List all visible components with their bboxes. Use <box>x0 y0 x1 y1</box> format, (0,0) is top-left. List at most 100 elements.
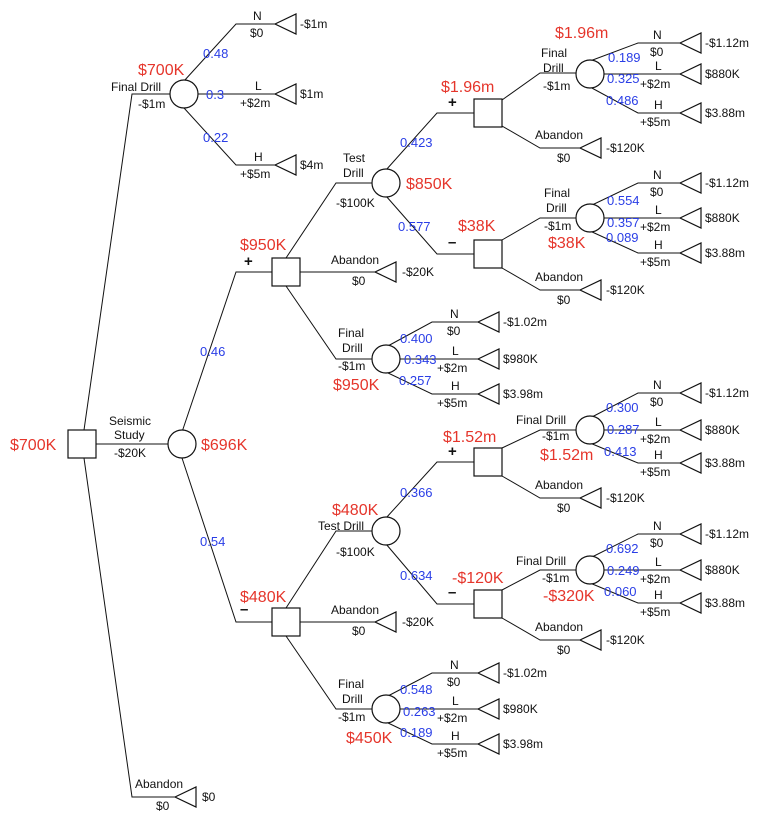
node-values: $700K $700K $696K $950K $480K $850K $480… <box>10 25 608 747</box>
terminal-triangle <box>678 172 702 194</box>
payoff-p-l: $980K <box>503 352 538 366</box>
branch-cost: $0 <box>650 185 664 199</box>
terminal-triangle <box>678 242 702 264</box>
branch-cost: +$5m <box>640 255 670 269</box>
prob-mp-h: 0.413 <box>604 444 637 459</box>
value-final-drill-top: $700K <box>138 62 185 79</box>
branch-cost: +$5m <box>437 746 467 760</box>
cost-abandon-mm: $0 <box>557 643 571 657</box>
payoff-abandon-minus: -$20K <box>402 615 434 629</box>
prob-m-h: 0.189 <box>400 725 433 740</box>
value-decision-mp: $1.52m <box>443 429 496 446</box>
node-labels: Final Drill -$1m Seismic Study -$20K Tes… <box>109 46 571 724</box>
branch-cost: +$2m <box>640 220 670 234</box>
decision-node-pp <box>473 98 503 128</box>
branch-label-h: H <box>654 238 663 252</box>
label-abandon-mm: Abandon <box>535 620 583 634</box>
payoff-pp-h: $3.88m <box>705 106 745 120</box>
chance-nodes <box>167 59 605 724</box>
decision-node-plus <box>271 257 301 287</box>
label-final-drill-minus-2: Drill <box>342 692 363 706</box>
terminal-triangle <box>678 32 702 54</box>
prob-p-n: 0.400 <box>400 331 433 346</box>
value-final-drill-pm: $38K <box>548 235 586 252</box>
branch-label-l: L <box>655 203 662 217</box>
value-final-drill-plus: $950K <box>333 377 380 394</box>
terminal-triangle <box>578 487 602 509</box>
payoff-m-n: -$1.02m <box>503 666 547 680</box>
value-root: $700K <box>10 437 57 454</box>
sign-mm: – <box>448 584 456 601</box>
terminal-triangle <box>373 261 397 283</box>
chance-node-final-drill-pp <box>575 59 605 89</box>
prob-p-l: 0.343 <box>404 352 437 367</box>
terminal-nodes <box>173 13 702 808</box>
terminal-triangle <box>476 348 500 370</box>
branch-cost: +$2m <box>640 572 670 586</box>
sign-pp: + <box>448 94 457 111</box>
signal-signs: + – + – + – <box>240 94 457 618</box>
branch-cost: $0 <box>447 675 461 689</box>
label-final-drill-pp-1: Final <box>541 46 567 60</box>
branch-cost: $0 <box>650 45 664 59</box>
branch-cost: +$5m <box>240 167 270 181</box>
branch-cost: +$5m <box>640 465 670 479</box>
branch-label-h: H <box>451 729 460 743</box>
value-final-drill-pp: $1.96m <box>555 25 608 42</box>
label-test-drill-plus-1: Test <box>343 151 366 165</box>
branch-label-h: H <box>451 379 460 393</box>
value-final-drill-mp: $1.52m <box>540 447 593 464</box>
cost-final-drill-pp: -$1m <box>543 79 570 93</box>
branch-label-n: N <box>653 28 662 42</box>
terminal-triangle <box>678 523 702 545</box>
prob-top-n: 0.48 <box>203 46 228 61</box>
terminal-triangle <box>476 733 500 755</box>
terminal-triangle <box>678 559 702 581</box>
branch-label-n: N <box>450 307 459 321</box>
payoff-pp-l: $880K <box>705 67 740 81</box>
payoff-abandon-pm: -$120K <box>606 283 645 297</box>
prob-top-l: 0.3 <box>206 87 224 102</box>
value-test-drill-plus: $850K <box>406 176 453 193</box>
decision-node-mm <box>473 589 503 619</box>
label-abandon-mp: Abandon <box>535 478 583 492</box>
probabilities: 0.48 0.3 0.22 0.46 0.54 0.423 0.577 0.36… <box>200 46 641 740</box>
label-final-drill-top: Final Drill <box>111 80 161 94</box>
prob-mm-n: 0.692 <box>606 541 639 556</box>
terminal-triangle <box>678 382 702 404</box>
chance-node-final-drill-pm <box>575 203 605 233</box>
branch-label-n: N <box>653 519 662 533</box>
label-seismic-1: Seismic <box>109 414 151 428</box>
label-test-drill-minus: Test Drill <box>318 519 364 533</box>
cost-abandon-plus: $0 <box>352 274 366 288</box>
decision-node-minus <box>271 607 301 637</box>
terminal-triangle <box>678 207 702 229</box>
branch-labels: N $0 L +$2m H +$5m -$1m $1m $4m Abandon … <box>135 9 749 813</box>
prob-mm-h: 0.060 <box>604 584 637 599</box>
prob-pp-h: 0.486 <box>606 93 639 108</box>
sign-mp: + <box>448 443 457 460</box>
value-decision-pm: $38K <box>458 218 496 235</box>
cost-abandon-root: $0 <box>156 799 170 813</box>
chance-node-seismic <box>167 429 197 459</box>
cost-abandon-pm: $0 <box>557 293 571 307</box>
label-abandon-plus: Abandon <box>331 253 379 267</box>
payoff-top-l: $1m <box>300 87 323 101</box>
branch-label-h: H <box>654 98 663 112</box>
terminal-triangle <box>273 154 297 176</box>
cost-abandon-pp: $0 <box>557 151 571 165</box>
terminal-triangle <box>476 383 500 405</box>
payoff-pm-h: $3.88m <box>705 246 745 260</box>
payoff-top-h: $4m <box>300 158 323 172</box>
prob-pm-n: 0.554 <box>607 193 640 208</box>
branch-label-l: L <box>452 694 459 708</box>
branch-cost: +$5m <box>437 396 467 410</box>
branch-cost: +$5m <box>640 115 670 129</box>
payoff-p-n: -$1.02m <box>503 315 547 329</box>
label-final-drill-minus-1: Final <box>338 677 364 691</box>
tree-branches <box>81 23 680 798</box>
payoff-pm-l: $880K <box>705 211 740 225</box>
prob-m-n: 0.548 <box>400 682 433 697</box>
terminal-triangle <box>578 279 602 301</box>
